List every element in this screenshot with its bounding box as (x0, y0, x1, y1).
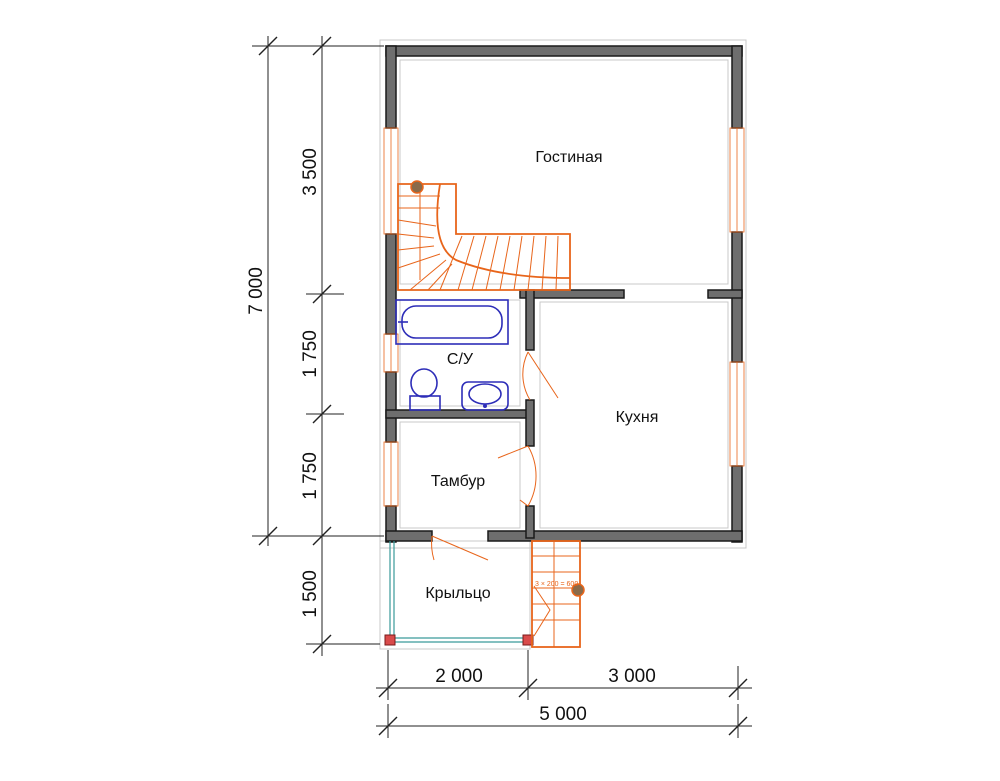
dim-label-living: 3 500 (300, 148, 321, 196)
dim-label-vestibule: 1 750 (300, 452, 321, 500)
bathtub (395, 299, 509, 345)
kitchen-inner (539, 301, 729, 529)
toilet (409, 368, 441, 411)
stair-main (397, 180, 571, 291)
wall-right-1 (731, 45, 743, 129)
stair-note: 3 × 200 = 600 (535, 581, 578, 588)
outer-boundary (379, 39, 747, 549)
porch-post-right (522, 634, 534, 646)
dim-label-porch: 1 500 (300, 570, 321, 618)
wall-bottom-2 (487, 530, 743, 542)
porch-post-left (384, 634, 396, 646)
dim-label-width-right: 3 000 (608, 666, 656, 687)
windows (383, 127, 745, 507)
wall-left-1 (385, 45, 397, 129)
room-label-living: Гостиная (535, 149, 602, 166)
doors (431, 351, 559, 561)
wall-int-h1a (519, 289, 625, 299)
wall-top (385, 45, 743, 57)
dim-label-total-width: 5 000 (539, 704, 587, 725)
wall-left-2 (385, 233, 397, 335)
room-label-kitchen: Кухня (616, 409, 659, 426)
wall-left-3 (385, 371, 397, 443)
room-label-bathroom: С/У (447, 351, 474, 368)
dim-label-width-left: 2 000 (435, 666, 483, 687)
dim-label-bath: 1 750 (300, 330, 321, 378)
vestibule-inner (399, 421, 521, 529)
room-label-vestibule: Тамбур (431, 473, 485, 490)
porch-stair-marker (571, 583, 585, 597)
dim-label-total-height: 7 000 (246, 267, 267, 315)
inner-outlines (399, 59, 729, 529)
dim-horizontal-total (376, 704, 752, 738)
wall-bottom-1 (385, 530, 433, 542)
living-inner (399, 59, 729, 285)
wall-int-h1b (707, 289, 743, 299)
sink (461, 381, 509, 411)
room-label-porch: Крыльцо (425, 585, 490, 602)
wall-int-v1 (525, 289, 535, 351)
porch-boundary (379, 540, 531, 650)
porch-glass (389, 541, 528, 643)
stair-start-marker (410, 180, 424, 194)
stair-porch: 3 × 200 = 600 (531, 540, 585, 648)
walls (385, 45, 743, 543)
dim-horizontal-segments (376, 650, 752, 700)
wall-int-h2 (385, 409, 533, 419)
wall-int-v3 (525, 505, 535, 539)
dim-vertical-total (252, 36, 384, 546)
dim-vertical-segments (306, 36, 380, 656)
wall-int-v2 (525, 399, 535, 447)
